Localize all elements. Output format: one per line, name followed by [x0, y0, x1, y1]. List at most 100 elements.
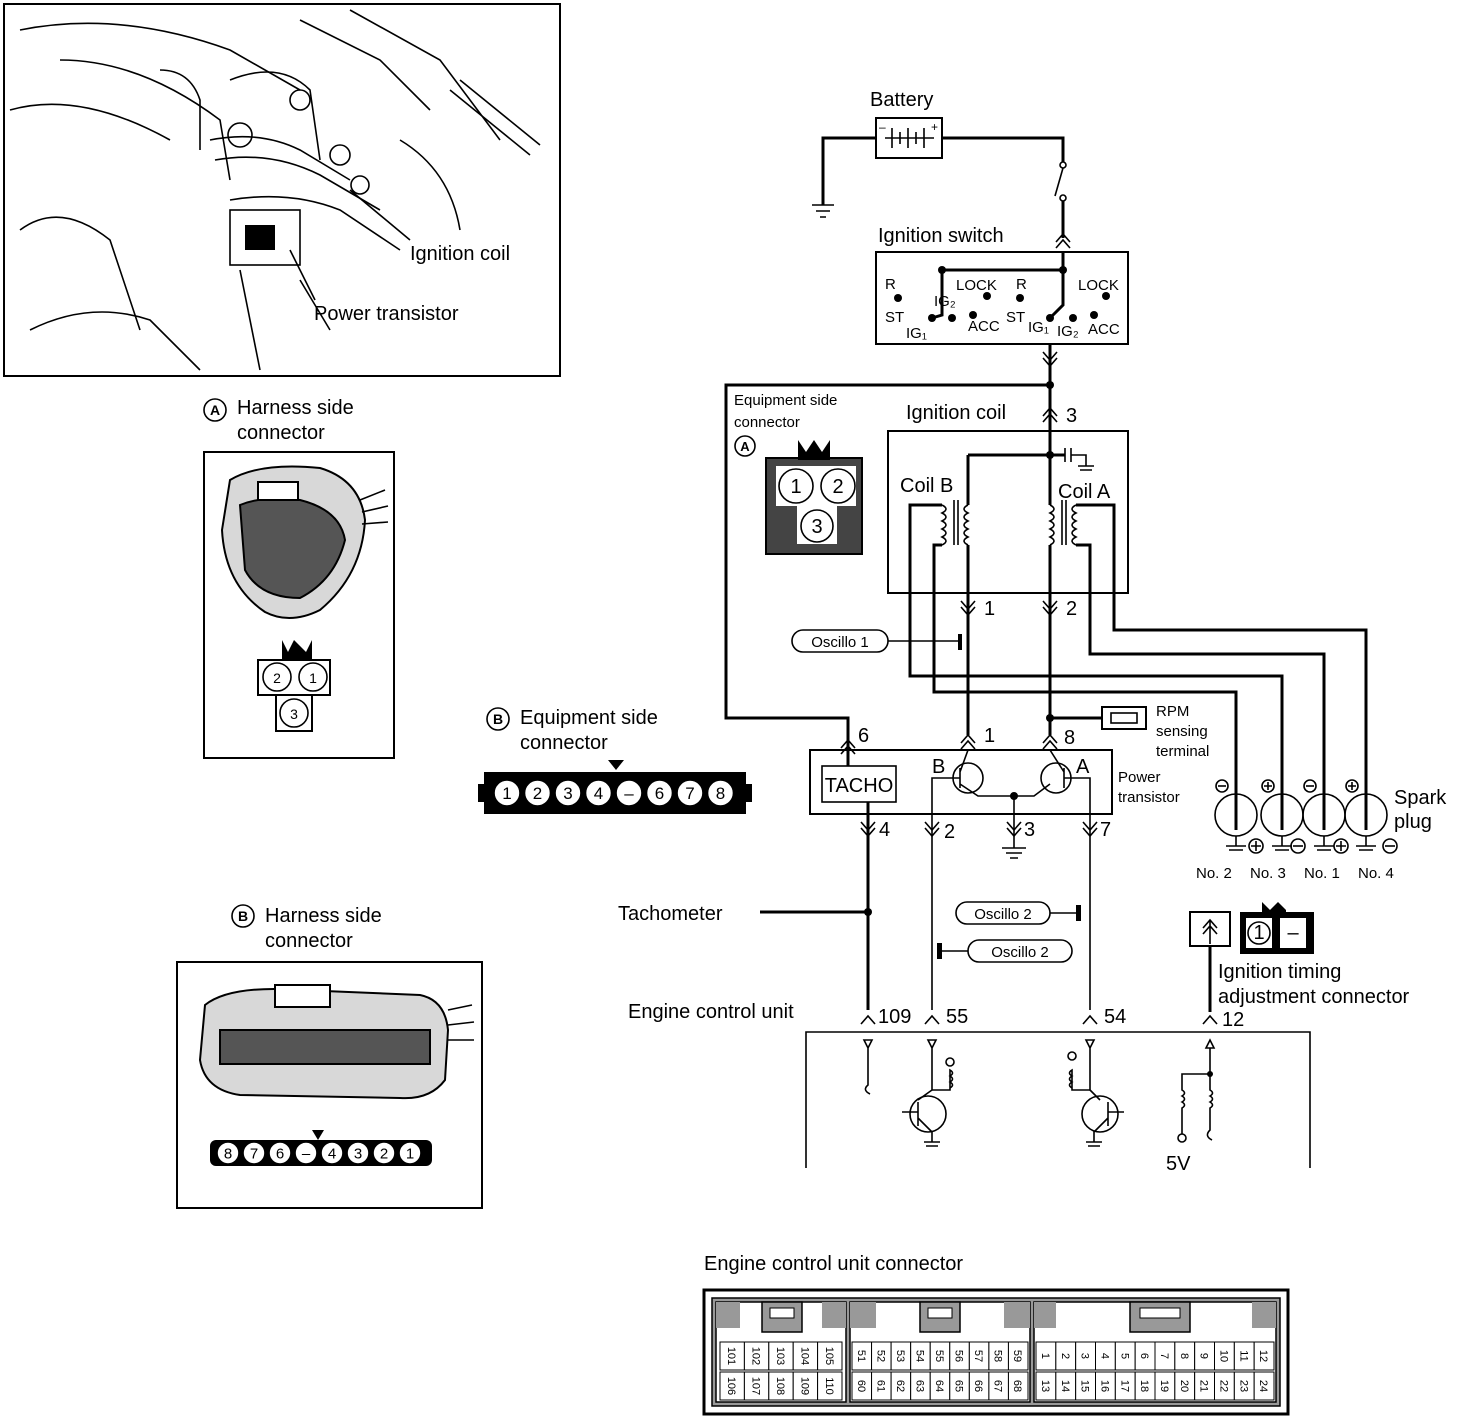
coil-a-label: Coil A — [1058, 481, 1111, 503]
switch-lock-2: LOCK — [1078, 277, 1119, 294]
ecu-pin-number: 22 — [1217, 1380, 1229, 1392]
timing-label-1: Ignition timing — [1218, 961, 1341, 983]
ecu-pin-cell — [792, 1371, 819, 1401]
pin-circle — [320, 1141, 344, 1165]
ecu-pin-number: 60 — [855, 1380, 867, 1392]
switch-ig1-2: IG₁ — [1028, 319, 1049, 336]
pt-pin-4: 4 — [879, 819, 890, 841]
pin-label: 3 — [563, 784, 572, 803]
circuit: Battery – + Ignition switch R ST IG — [618, 89, 1447, 1175]
equip-b-badge: B — [493, 711, 503, 727]
pin-label: – — [302, 1145, 311, 1162]
pt-pin-6: 6 — [858, 725, 869, 747]
pt-pin-7: 7 — [1100, 819, 1111, 841]
ecu-pin-12: 12 — [1222, 1009, 1244, 1031]
ecu-pin-number: 10 — [1217, 1350, 1229, 1362]
harness-a-pin: 1 — [309, 670, 317, 686]
photo-ignition-coil-label: Ignition coil — [410, 243, 510, 265]
harness-a-badge: A — [210, 402, 220, 418]
ecu-pin-number: 67 — [992, 1380, 1004, 1392]
ecu-pin-55: 55 — [946, 1006, 968, 1028]
switch-lock: LOCK — [956, 277, 997, 294]
ecu-pin-cell — [1253, 1371, 1275, 1401]
pin-label: 8 — [716, 784, 725, 803]
harness-b-title-1: Harness side — [265, 905, 382, 927]
ecu-pin-number: 14 — [1059, 1380, 1071, 1392]
pin-label: 8 — [224, 1145, 232, 1162]
coil-b-label: Coil B — [900, 475, 953, 497]
ecu-pin-109: 109 — [878, 1006, 911, 1028]
ecu-pin-number: 8 — [1178, 1353, 1190, 1359]
pin-circle — [523, 779, 552, 807]
photo-power-transistor-label: Power transistor — [314, 303, 459, 325]
ignition-coil-box — [887, 430, 1129, 594]
ecu-pin-number: 61 — [874, 1380, 886, 1392]
ecu-pin-cell — [792, 1341, 819, 1371]
switch-acc: ACC — [968, 318, 1000, 335]
switch-r-2: R — [1016, 276, 1027, 293]
ecu-pin-number: 16 — [1098, 1380, 1110, 1392]
ecu-pin-number: 18 — [1138, 1380, 1150, 1392]
switch-st: ST — [885, 309, 904, 326]
ecu-pin-number: 6 — [1138, 1353, 1150, 1359]
coil-pin-2: 2 — [1066, 598, 1077, 620]
ecu-pin-cell — [719, 1341, 745, 1371]
oscillo-2b: Oscillo 2 — [991, 944, 1049, 961]
ecu-pin-number: 104 — [798, 1347, 810, 1365]
harness-b-title-2: connector — [265, 930, 353, 952]
ecu-pin-number: 23 — [1237, 1380, 1249, 1392]
ecu-pin-number: 66 — [972, 1380, 984, 1392]
ecu-pin-number: 15 — [1079, 1380, 1091, 1392]
pin-label: – — [624, 784, 634, 803]
ecu-pin-number: 58 — [992, 1350, 1004, 1362]
pin-label: 6 — [655, 784, 664, 803]
ecu-pin-number: 110 — [823, 1377, 835, 1395]
harness-a-connector: A Harness side connector 2 1 3 — [203, 397, 395, 759]
ecu-pin-number: 63 — [913, 1380, 925, 1392]
ecu-pin-number: 7 — [1158, 1353, 1170, 1359]
ecu-pin-number: 55 — [933, 1350, 945, 1362]
ecu-pin-number: 108 — [774, 1377, 786, 1395]
switch-acc-2: ACC — [1088, 321, 1120, 338]
ecu-pin-number: 19 — [1158, 1380, 1170, 1392]
harness-a-title-1: Harness side — [237, 397, 354, 419]
battery-minus: – — [879, 120, 886, 134]
ecu-pin-number: 64 — [933, 1380, 945, 1392]
timing-label-2: adjustment connector — [1218, 986, 1410, 1008]
rpm-line-2: sensing — [1156, 723, 1208, 740]
pt-a: A — [1076, 756, 1090, 778]
switch-ig1: IG₁ — [906, 325, 927, 342]
spark-no-2: No. 2 — [1196, 865, 1232, 882]
pin-circle — [242, 1141, 266, 1165]
pin-label: 2 — [380, 1145, 388, 1162]
ignition-coil-label: Ignition coil — [906, 402, 1006, 424]
pin-label: 7 — [685, 784, 694, 803]
tachometer-label: Tachometer — [618, 903, 723, 925]
pin-label: 7 — [250, 1145, 258, 1162]
pin-circle — [676, 779, 704, 807]
ecu-pin-number: 62 — [894, 1380, 906, 1392]
ecu-pin-cell — [817, 1341, 843, 1371]
harness-a-title-2: connector — [237, 422, 325, 444]
harness-b-badge: B — [238, 908, 248, 924]
ecu-pin-number: 3 — [1079, 1353, 1091, 1359]
ecu-pin-cell — [743, 1371, 770, 1401]
spark-plug-1: Spark — [1394, 787, 1447, 809]
pin-circle — [398, 1141, 422, 1165]
pt-pin-3: 3 — [1024, 819, 1035, 841]
ecu-pin-cell — [817, 1371, 843, 1401]
ignition-switch-label: Ignition switch — [878, 225, 1004, 247]
timing-pin-dash: – — [1287, 922, 1299, 944]
ecu-pin-number: 12 — [1257, 1350, 1269, 1362]
pin-label: 4 — [594, 784, 603, 803]
ecu-pin-number: 65 — [953, 1380, 965, 1392]
pin-label: 1 — [406, 1145, 414, 1162]
ecu-pin-cell — [768, 1341, 794, 1371]
spark-plug-2: plug — [1394, 811, 1432, 833]
spark-no-1: No. 1 — [1304, 865, 1340, 882]
ecu-pin-number: 4 — [1098, 1353, 1110, 1359]
pin-circle — [706, 779, 735, 807]
